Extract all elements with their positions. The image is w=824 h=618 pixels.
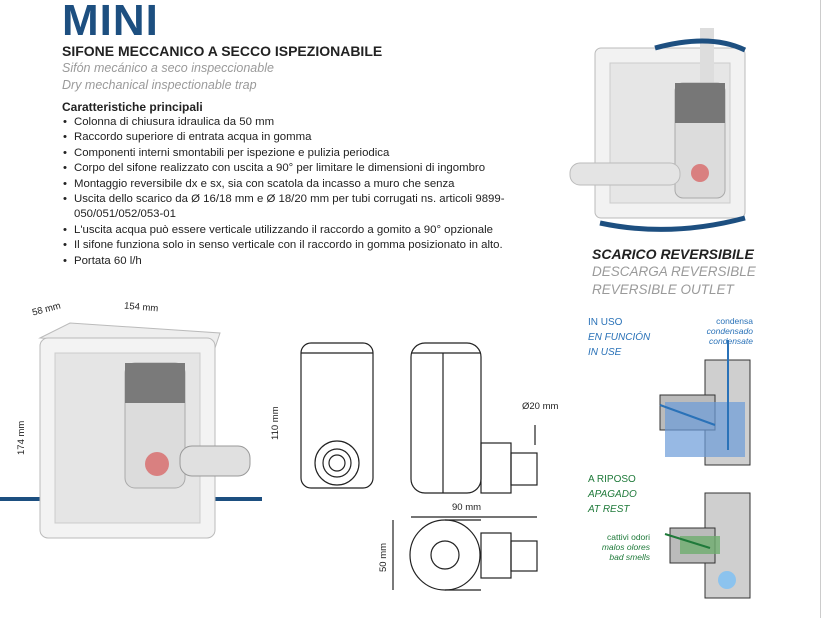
product-box-image bbox=[38, 322, 251, 539]
product-reversible-image bbox=[569, 28, 747, 232]
smell-es: malos olores bbox=[601, 542, 650, 552]
subtitle-en: Dry mechanical inspectionable trap bbox=[62, 78, 257, 92]
features-list: Colonna di chiusura idraulica da 50 mm R… bbox=[62, 115, 524, 269]
dim-trap-depth: 50 mm bbox=[378, 542, 389, 572]
dim-outlet-diameter: Ø20 mm bbox=[522, 401, 559, 412]
feature-item: L'uscita acqua può essere verticale util… bbox=[63, 223, 524, 239]
reversible-title: SCARICO REVERSIBILE bbox=[592, 246, 754, 262]
at-rest-labels: A RIPOSO APAGADO AT REST bbox=[588, 472, 637, 517]
feature-item: Montaggio reversibile dx e sx, sia con s… bbox=[63, 177, 524, 193]
feature-item: Portata 60 l/h bbox=[63, 254, 524, 270]
subtitle-es: Sifón mecánico a seco inspeccionable bbox=[62, 61, 274, 75]
reversible-en: REVERSIBLE OUTLET bbox=[592, 282, 734, 297]
flow-it: condensa bbox=[716, 316, 753, 326]
dim-trap-width: 90 mm bbox=[452, 502, 482, 513]
feature-item: Componenti interni smontabili per ispezi… bbox=[63, 146, 524, 162]
feature-item: Il sifone funziona solo in senso vertica… bbox=[63, 238, 524, 254]
technical-drawings bbox=[300, 342, 538, 591]
page-edge bbox=[820, 0, 821, 618]
in-use-labels: IN USO EN FUNCIÓN IN USE bbox=[588, 315, 650, 360]
dim-depth: 58 mm bbox=[31, 300, 62, 319]
dim-width: 154 mm bbox=[123, 300, 159, 315]
dim-height: 174 mm bbox=[16, 420, 27, 455]
in-use-it: IN USO bbox=[588, 317, 623, 328]
at-rest-diagram bbox=[664, 492, 751, 599]
in-use-diagram bbox=[659, 340, 751, 466]
smell-it: cattivi odori bbox=[607, 532, 650, 542]
product-title: MINI bbox=[62, 0, 159, 45]
at-rest-en: AT REST bbox=[588, 504, 630, 515]
feature-item: Uscita dello scarico da Ø 16/18 mm e Ø 1… bbox=[63, 192, 524, 223]
at-rest-es: APAGADO bbox=[588, 489, 637, 500]
feature-item: Colonna di chiusura idraulica da 50 mm bbox=[63, 115, 524, 131]
in-use-es: EN FUNCIÓN bbox=[588, 332, 651, 343]
at-rest-it: A RIPOSO bbox=[588, 474, 636, 485]
reversible-es: DESCARGA REVERSIBLE bbox=[592, 264, 756, 279]
flow-en: condensate bbox=[709, 336, 753, 346]
smell-en: bad smells bbox=[609, 552, 650, 562]
features-heading: Caratteristiche principali bbox=[62, 100, 203, 114]
dim-trap-height: 110 mm bbox=[270, 406, 281, 440]
flow-es: condensado bbox=[706, 326, 753, 336]
in-use-en: IN USE bbox=[588, 347, 622, 358]
condensate-label: condensa condensado condensate bbox=[703, 316, 753, 346]
bad-smells-label: cattivi odori malos olores bad smells bbox=[592, 532, 650, 562]
feature-item: Corpo del sifone realizzato con uscita a… bbox=[63, 161, 524, 177]
product-subtitle: SIFONE MECCANICO A SECCO ISPEZIONABILE bbox=[62, 43, 383, 59]
feature-item: Raccordo superiore di entrata acqua in g… bbox=[63, 130, 524, 146]
